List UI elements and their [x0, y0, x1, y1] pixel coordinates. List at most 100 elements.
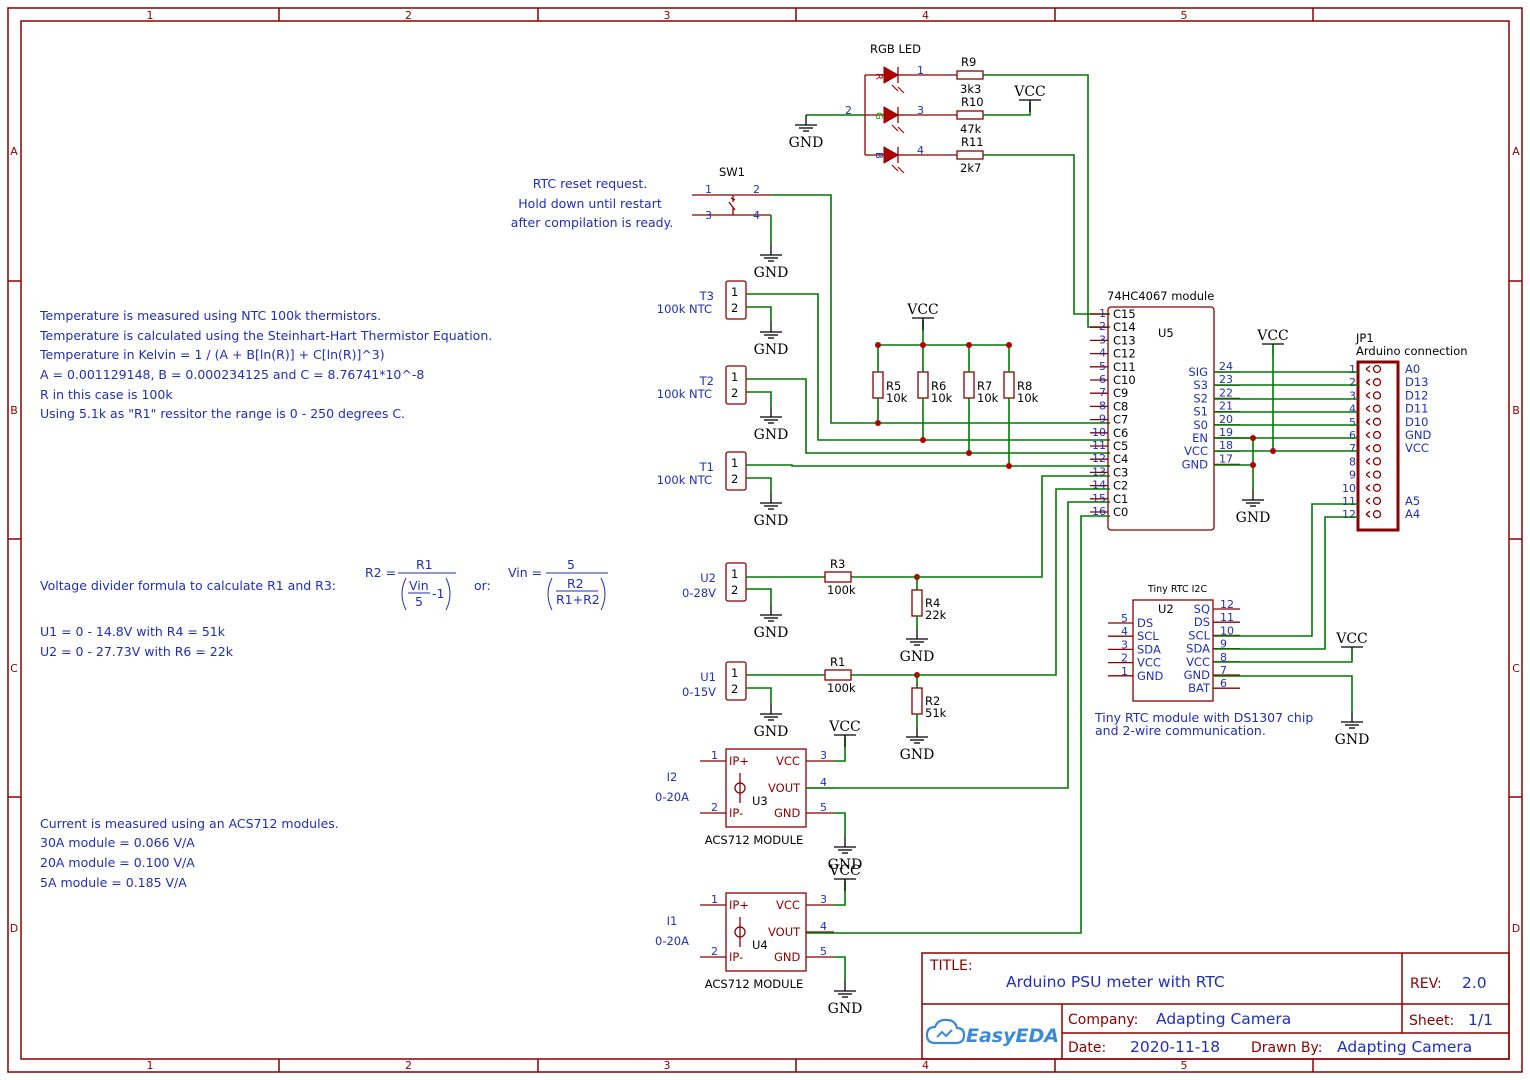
- col-label-bottom: 1: [147, 1059, 154, 1072]
- resistor-value: 10k: [977, 391, 999, 405]
- connector-pin-label: 2: [731, 583, 738, 597]
- resistor-body: [911, 589, 923, 617]
- resistor-value: 10k: [886, 391, 908, 405]
- col-label-bottom: 2: [405, 1059, 412, 1072]
- svg-text:20A module = 0.100 V/A: 20A module = 0.100 V/A: [40, 855, 195, 870]
- gnd-label: GND: [828, 1001, 863, 1017]
- junction-dot: [875, 420, 881, 426]
- rtc-pin-number: 2: [1121, 652, 1128, 665]
- rtc-pin-number: 5: [1121, 612, 1128, 625]
- resistor-body: [1003, 371, 1015, 399]
- led-emission-arrows: [891, 84, 905, 94]
- svg-text:Arduino PSU meter with RTC: Arduino PSU meter with RTC: [1006, 973, 1225, 991]
- resistor-ref: R6: [931, 379, 946, 393]
- gnd-symbol: GND: [900, 726, 935, 763]
- rtc-pin-name: SQ: [1194, 602, 1210, 616]
- acs-caption: ACS712 MODULE: [705, 977, 804, 991]
- row-label-left: C: [10, 662, 18, 675]
- current-input-range: 0-20A: [655, 790, 689, 804]
- acs-ref: U4: [752, 938, 768, 952]
- svg-text:TITLE:: TITLE:: [929, 958, 973, 974]
- svg-text:U2 = 0 - 27.73V with R6 = 22k: U2 = 0 - 27.73V with R6 = 22k: [40, 644, 234, 659]
- row-label-left: D: [10, 922, 18, 935]
- svg-text:RTC reset request.: RTC reset request.: [533, 176, 648, 191]
- vcc-symbol: VCC: [906, 302, 939, 330]
- led-diode-icon: [883, 66, 900, 84]
- vcc-symbol: VCC: [828, 863, 861, 891]
- mux-pin-name: S2: [1193, 391, 1208, 405]
- acs-pin-ipm: IP-: [729, 806, 743, 820]
- row-label-right: A: [1512, 145, 1520, 158]
- power-symbols: GNDVCCGNDGNDGNDGNDVCCVCCGNDGNDGNDGNDGNDV…: [754, 84, 1370, 1017]
- svg-text:30A module = 0.066 V/A: 30A module = 0.066 V/A: [40, 835, 195, 850]
- jp1-pin-name: A5: [1405, 494, 1420, 508]
- acs-pin-ipm: IP-: [729, 950, 743, 964]
- connector-pin-label: 1: [731, 666, 738, 680]
- svg-text:R in this case is 100k: R in this case is 100k: [40, 387, 173, 402]
- easyeda-logo: EasyEDA: [925, 1018, 1059, 1047]
- acs-pin-number: 3: [820, 749, 827, 762]
- gnd-label: GND: [900, 747, 935, 763]
- gnd-symbol: GND: [754, 406, 788, 443]
- svg-text:Hold down until restart: Hold down until restart: [518, 196, 662, 211]
- resistor-value: 100k: [827, 583, 856, 597]
- rtc-pin-number: 7: [1220, 664, 1227, 677]
- mux-pin-number: 12: [1092, 452, 1106, 465]
- rtc-pin-name: DS: [1194, 615, 1210, 629]
- mux-pin-name: S0: [1193, 418, 1208, 432]
- gnd-symbol: GND: [789, 114, 823, 151]
- vcc-label: VCC: [828, 863, 861, 879]
- vcc-symbol: VCC: [1013, 84, 1046, 112]
- jp1-pin-number: 5: [1349, 416, 1356, 429]
- mux-pin-number: 11: [1092, 439, 1106, 452]
- led-g-label: G: [873, 112, 884, 120]
- rtc-pin-name: GND: [1137, 669, 1164, 683]
- gnd-symbol: GND: [828, 836, 862, 873]
- jp1-pin-number: 10: [1342, 482, 1356, 495]
- mux-pin-number: 18: [1219, 439, 1233, 452]
- mux-pin-name: EN: [1192, 431, 1208, 445]
- connector-pin-label: 1: [731, 285, 738, 299]
- vcc-label: VCC: [906, 302, 939, 318]
- col-label-top: 4: [922, 9, 929, 22]
- svg-text:1: 1: [917, 64, 924, 77]
- led-diode-icon: [883, 146, 900, 164]
- connector-pin-label: 2: [731, 301, 738, 315]
- svg-text:Vin: Vin: [409, 578, 429, 593]
- mux-pin-number: 8: [1099, 399, 1106, 412]
- junction-dot: [966, 342, 972, 348]
- connector-body: [725, 661, 747, 701]
- tiny-rtc-module: Tiny RTC I2C U2 Tiny RTC module with DS1…: [1094, 584, 1313, 738]
- led-r-label: R: [873, 73, 884, 80]
- rtc-pin-name: GND: [1184, 668, 1211, 682]
- connector-body: [725, 451, 747, 491]
- col-label-top: 3: [664, 9, 671, 22]
- divider-formula: R2 = R1 Vin 5 -1 or: Vin = 5 R2 R1+R2: [365, 557, 608, 611]
- row-label-right: C: [1512, 662, 1520, 675]
- jp1-pin-number: 2: [1349, 376, 1356, 389]
- svg-text:EasyEDA: EasyEDA: [966, 1025, 1059, 1047]
- rgb-led: RGB LED 2 R G B 1 3 4 R9 3k3 R10 47k R11…: [806, 42, 1110, 328]
- resistor-body: [824, 571, 852, 583]
- gnd-label: GND: [754, 625, 789, 641]
- led-emission-arrows: [891, 164, 905, 174]
- divider-input-ref: U2: [700, 571, 716, 585]
- col-label-bottom: 5: [1181, 1059, 1188, 1072]
- svg-text:Using 5.1k as "R1" ressitor th: Using 5.1k as "R1" ressitor the range is…: [40, 406, 405, 421]
- thermistor-value: 100k NTC: [657, 387, 712, 401]
- jp1-pin-name: D12: [1405, 388, 1429, 402]
- junction-dot: [920, 437, 926, 443]
- mux-pin-name: SIG: [1188, 365, 1208, 379]
- svg-text:Drawn By:: Drawn By:: [1251, 1040, 1322, 1056]
- resistor-body: [963, 371, 975, 399]
- rtc-pin-number: 4: [1121, 625, 1128, 638]
- svg-text:JP1: JP1: [1355, 331, 1374, 345]
- mux-pin-name: C5: [1113, 439, 1128, 453]
- thermistor-value: 100k NTC: [657, 473, 712, 487]
- resistor-ref: R5: [886, 379, 901, 393]
- gnd-symbol: GND: [754, 703, 788, 740]
- gnd-symbol: GND: [754, 492, 788, 529]
- svg-text:2k7: 2k7: [960, 161, 981, 175]
